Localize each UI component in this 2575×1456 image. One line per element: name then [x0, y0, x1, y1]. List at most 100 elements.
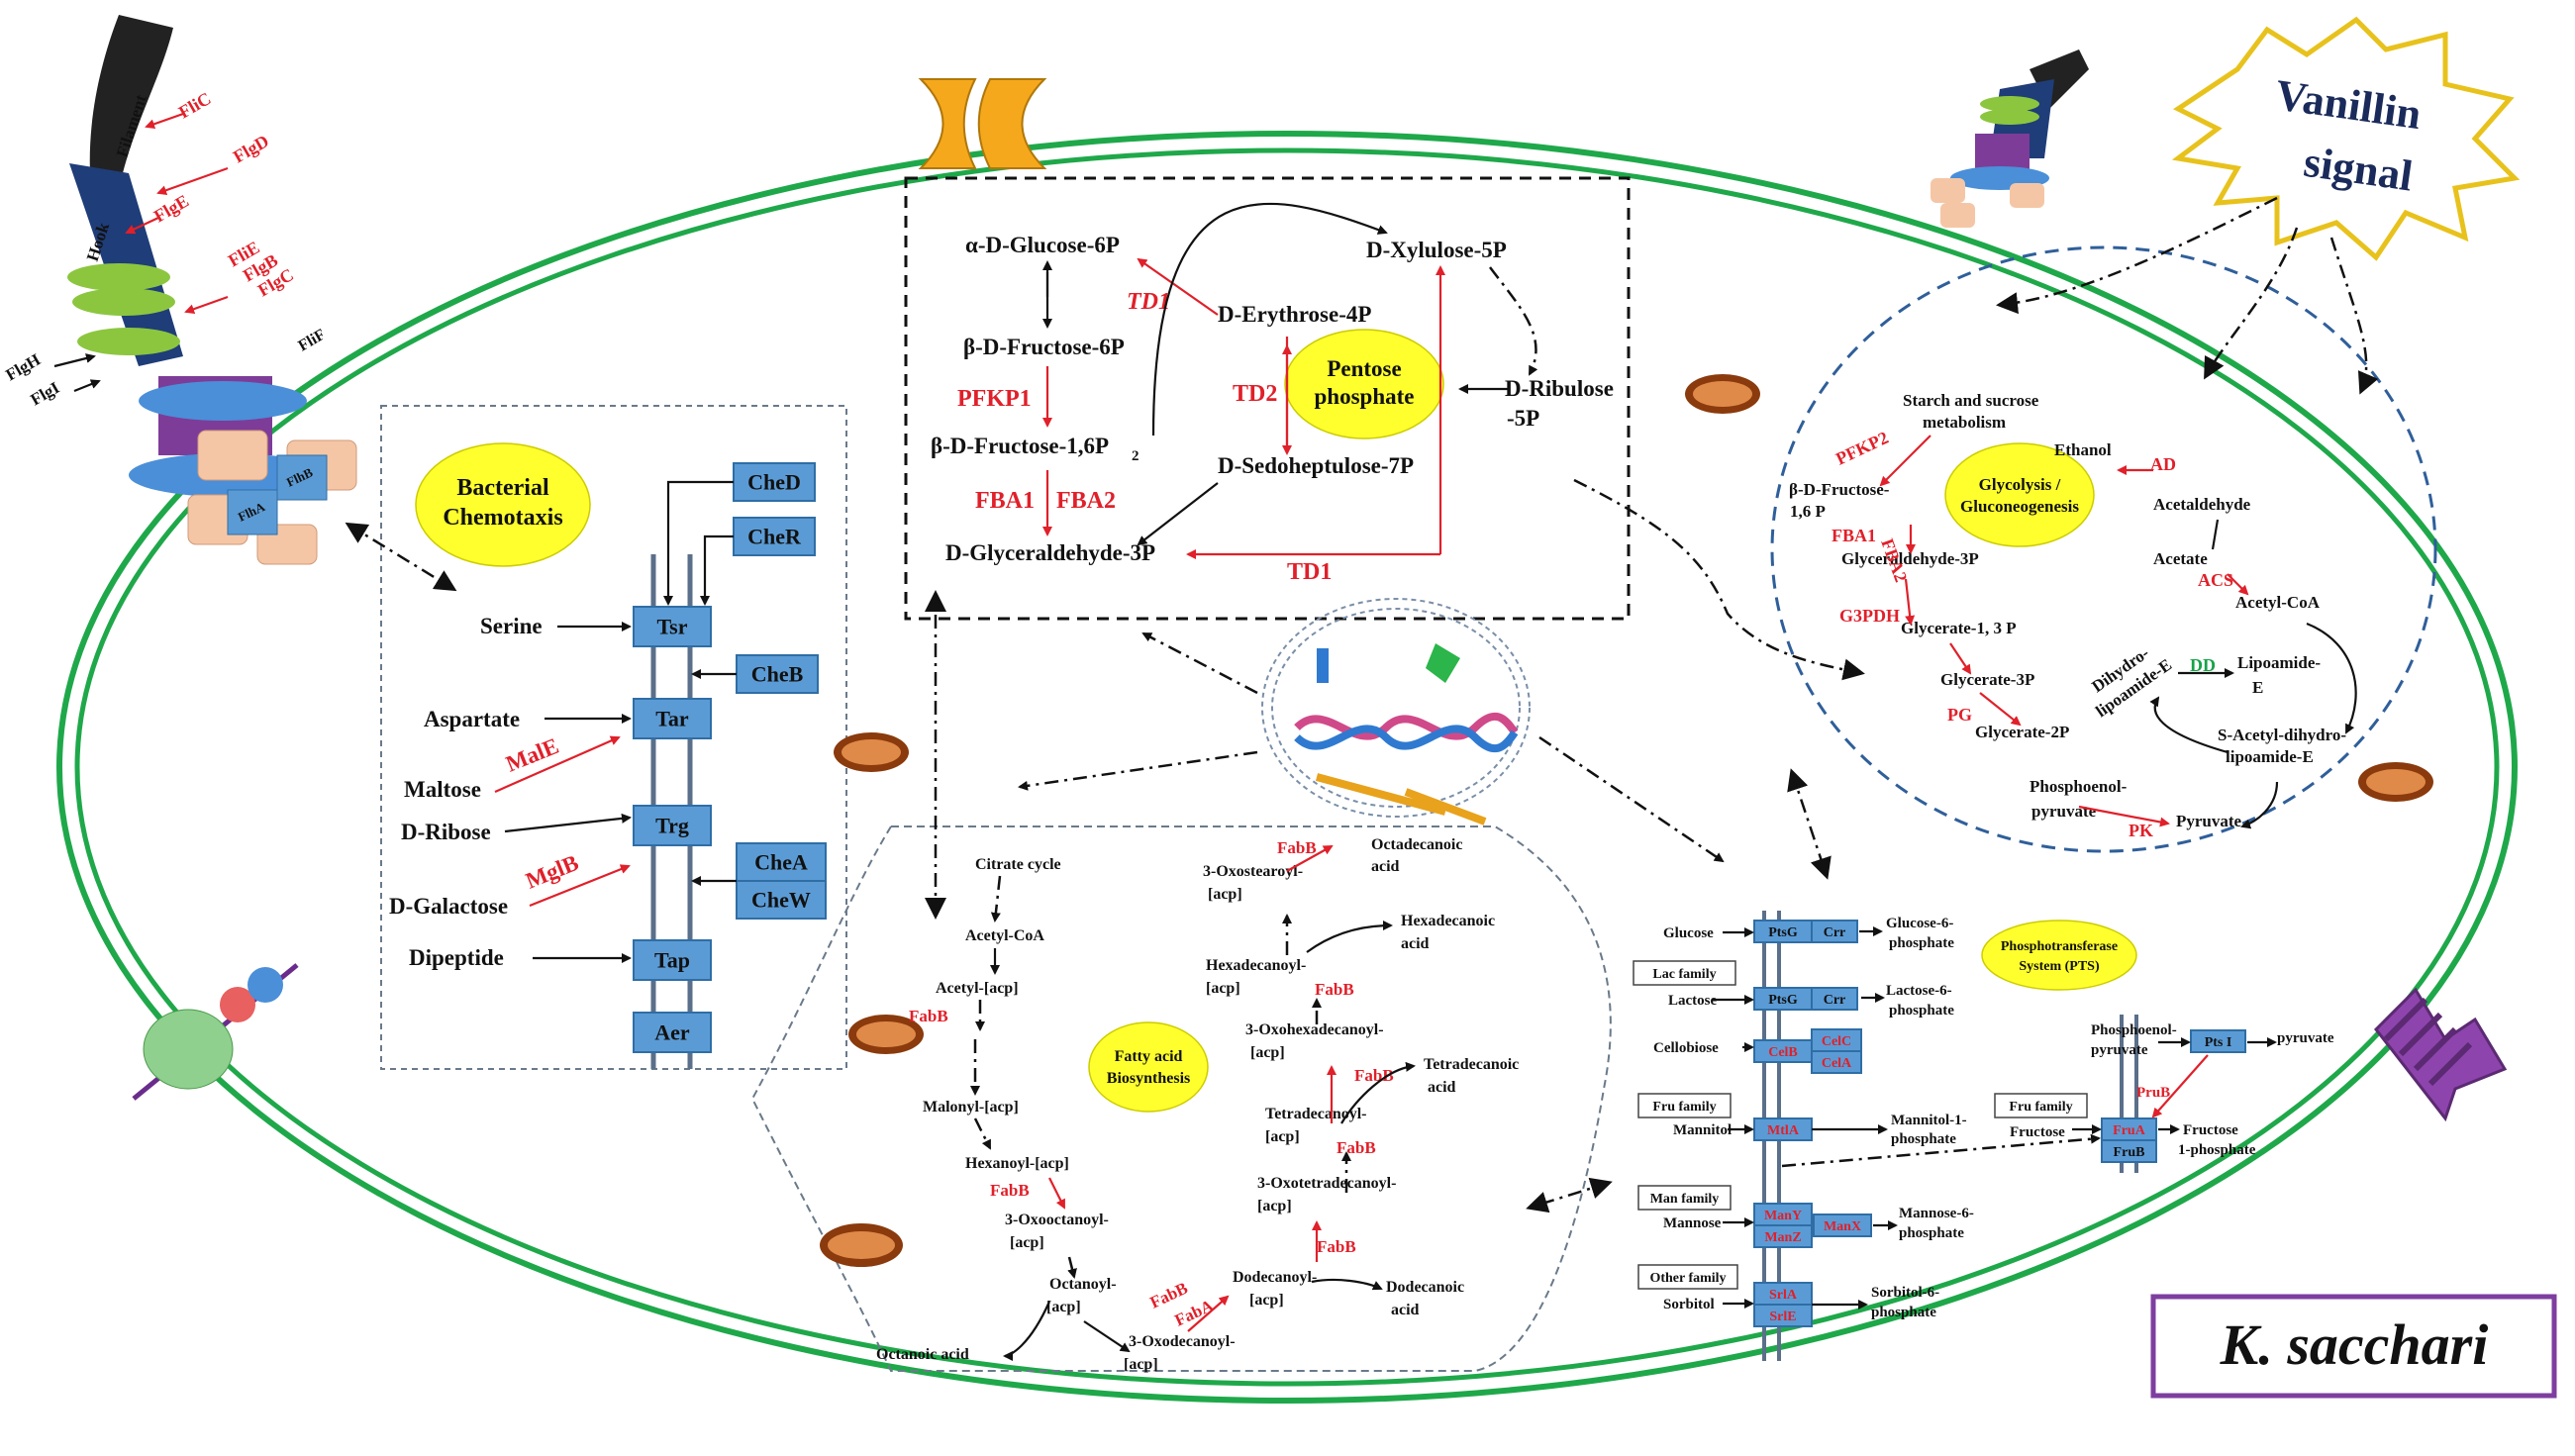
fa-metabolite-6: [acp] — [1010, 1234, 1044, 1251]
pts-protein-12: SrlE — [1769, 1310, 1796, 1324]
galactose-arrow — [529, 864, 631, 908]
metabolite-b-d-fructose-6p: β-D-Fructose-6P — [963, 335, 1125, 359]
dna-to-pts — [1538, 735, 1725, 863]
pts-protein-14: FruB — [2114, 1145, 2145, 1160]
gene-flgi: FlgI — [28, 378, 63, 410]
pts-protein-15: Pts I — [2205, 1035, 2232, 1050]
metabolite-glycerate-13p: Glycerate-1, 3 P — [1901, 619, 2017, 637]
organism-name: K. sacchari — [2220, 1312, 2489, 1377]
sedo-g3p-arrow — [1137, 482, 1219, 546]
pts-product-8: Sorbitol-6- — [1871, 1285, 1939, 1301]
chemotaxis-title-ellipse — [415, 442, 591, 567]
subscript-2: 2 — [1132, 448, 1139, 464]
chemotaxis-ched: CheD — [747, 470, 801, 495]
pts-substrate-mannitol: Mannitol — [1673, 1122, 1732, 1138]
acs-arrow — [2227, 573, 2249, 596]
chemotaxis-ched-box — [733, 462, 816, 502]
pts-substrate-phosphoenol: Phosphoenol- — [2091, 1022, 2177, 1038]
chemotaxis-cher: CheR — [747, 525, 802, 549]
chemotaxis-title-2: Chemotaxis — [443, 505, 562, 531]
chemotaxis-chew: CheW — [751, 888, 811, 913]
pts-protein-7: MtlA — [1767, 1123, 1800, 1138]
gene-flge: FlgE — [150, 191, 192, 227]
cher-arrow — [700, 534, 734, 606]
receptor-aer-box — [633, 1012, 712, 1053]
fabb-dodecanoyl — [1187, 1295, 1230, 1332]
pts-product-2: Lactose-6- — [1886, 983, 1952, 999]
dna-to-fatty-acid — [1018, 750, 1258, 791]
gene-flif: FliF — [296, 326, 329, 354]
fa-metabolite-23: [acp] — [1250, 1044, 1285, 1061]
metabolite-phosphoenol: Phosphoenol- — [2030, 777, 2128, 796]
enzyme-fba1: FBA1 — [975, 488, 1035, 514]
fa-metabolite-25: [acp] — [1206, 980, 1240, 997]
organism-label-box: K. sacchari — [2150, 1294, 2557, 1399]
pfkp2-arrow — [1879, 435, 1931, 487]
pts-title-1: Phosphotransferase — [2001, 939, 2118, 954]
metabolite-d-sedoheptulose-7p: D-Sedoheptulose-7P — [1218, 453, 1414, 478]
enzyme-pfkp1: PFKP1 — [957, 386, 1032, 412]
pts-family-box — [1633, 960, 1736, 986]
hexadecanoic-arrow — [1306, 921, 1393, 953]
pts-protein-9-box — [1753, 1224, 1813, 1248]
fa-metabolite-8: [acp] — [1046, 1299, 1081, 1315]
ligand-d-galactose: D-Galactose — [389, 894, 508, 919]
receptor-tap-box — [633, 939, 712, 981]
membrane-protein-icon — [132, 963, 299, 1101]
metabolite-metabolism: metabolism — [1923, 413, 2006, 432]
ligand-aspartate: Aspartate — [424, 707, 520, 731]
gene-flgd: FlgD — [230, 131, 272, 166]
pts-protein-6: CelA — [1822, 1056, 1852, 1071]
pts-family-3: Other family — [1649, 1271, 1726, 1286]
pts-product-1: phosphate — [1889, 935, 1954, 951]
enzyme-fba1: FBA1 — [1832, 526, 1876, 545]
enzyme-td1-bottom: TD1 — [1287, 559, 1332, 585]
enzyme-dd: DD — [2190, 655, 2216, 675]
ribose-arrow — [504, 813, 632, 833]
pts-substrate-sorbitol: Sorbitol — [1663, 1297, 1715, 1312]
acetaldehyde-acetate-line — [2211, 519, 2220, 550]
flge-arrow — [125, 217, 159, 235]
fa-metabolite-15: acid — [1391, 1302, 1420, 1318]
enzyme-td1: TD1 — [1127, 289, 1170, 315]
xylulose-ribulose-arrow — [1489, 266, 1538, 376]
fa-metabolite-18: Tetradecanoyl- — [1265, 1106, 1367, 1122]
enzyme-pg: PG — [1947, 705, 1972, 725]
chemotaxis-chea: CheA — [754, 850, 808, 875]
metabolite-starch-sucrose: Starch and sucrose — [1903, 391, 2039, 410]
metabolite-lipoamide-e-2: lipoamide-E — [2226, 747, 2314, 766]
fa-metabolite-10: 3-Oxodecanoyl- — [1129, 1333, 1236, 1350]
octanoyl-acid — [1003, 1301, 1051, 1361]
metabolite-glyceraldehyde-3p: Glyceraldehyde-3P — [1841, 549, 1979, 568]
pts-title-2: System (PTS) — [2019, 959, 2100, 974]
ligand-d-ribose: D-Ribose — [401, 820, 491, 844]
pk-arrow — [2078, 805, 2170, 827]
enzyme-ad: AD — [2150, 454, 2176, 474]
metabolite-pyruvate: Pyruvate — [2176, 812, 2242, 830]
pts-product-10: Fructose — [2183, 1122, 2238, 1138]
chemotaxis-chew-box — [736, 880, 827, 920]
flgh-arrow — [53, 353, 96, 368]
fa-metabolite-24: Hexadecanoyl- — [1206, 957, 1306, 974]
pts-protein-3-box — [1811, 987, 1858, 1011]
fatty-acid-title-1: Fatty acid — [1115, 1048, 1183, 1065]
metabolite-b-d-fructose: β-D-Fructose- — [1789, 480, 1890, 499]
pts-protein-5: CelC — [1822, 1034, 1851, 1049]
pts-product-12: pyruvate — [2277, 1030, 2334, 1046]
oxo-octanoyl — [1067, 1256, 1077, 1279]
pts-to-fatty-acid — [1526, 1177, 1613, 1213]
receptor-trg: Trg — [655, 814, 689, 838]
dna-nucleoid-icon — [1261, 598, 1531, 825]
pts-product-7: phosphate — [1899, 1225, 1964, 1241]
fa-metabolite-3: Malonyl-[acp] — [923, 1099, 1019, 1116]
pts-protein-10-box — [1813, 1213, 1872, 1237]
pts-product-3: phosphate — [1889, 1003, 1954, 1019]
fa-enzyme-8: FabB — [1277, 838, 1317, 857]
pts-product-11: 1-phosphate — [2178, 1142, 2256, 1158]
fa-enzyme-7: FabB — [1315, 980, 1354, 999]
f16-xylulose-curve — [1151, 202, 1388, 437]
fatty-acid-title-ellipse — [1088, 1021, 1209, 1113]
fa-metabolite-17: [acp] — [1257, 1198, 1292, 1214]
fa-metabolite-16: 3-Oxotetradecanoyl- — [1257, 1175, 1396, 1192]
pentose-title-2: phosphate — [1315, 384, 1415, 409]
